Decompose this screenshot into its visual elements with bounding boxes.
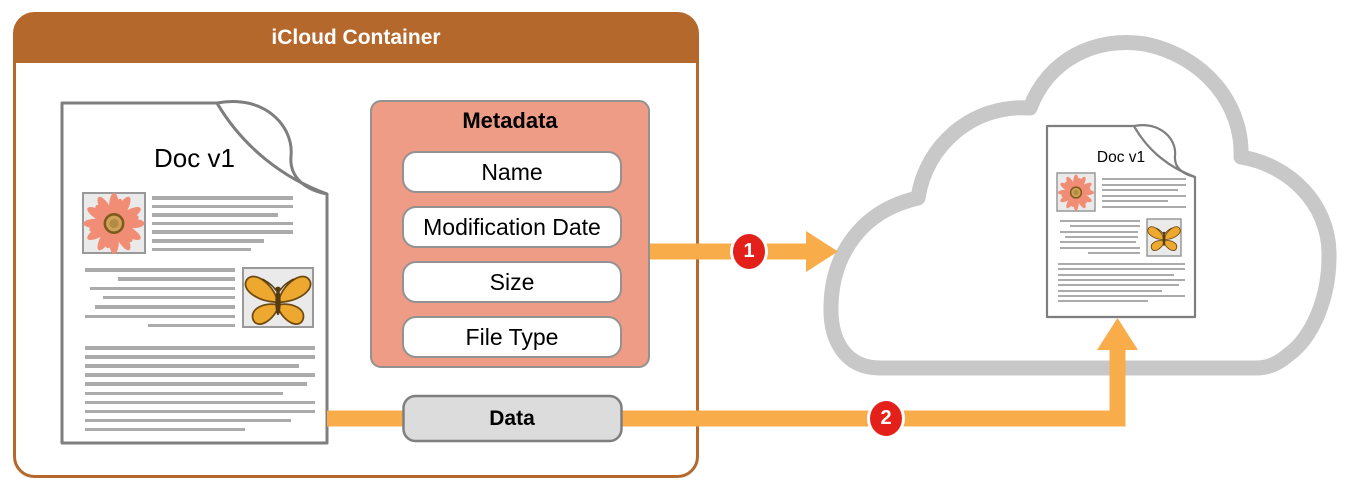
metadata-field-name: [402, 151, 622, 193]
icloud-container-header: [14, 13, 698, 63]
data-pill: [402, 394, 623, 443]
metadata-arrow-right-icon: [650, 231, 838, 272]
metadata-field-size: [402, 261, 622, 303]
metadata-field-file-type: [402, 316, 622, 358]
metadata-box: [370, 100, 650, 368]
step-2-badge: 2: [867, 397, 905, 439]
cloud-document-icon: [1045, 124, 1197, 319]
step-1-badge: 1: [730, 231, 768, 272]
document-fold-corner: [215, 100, 329, 196]
metadata-field-modification-date: [402, 206, 622, 248]
document-icon: [60, 100, 329, 445]
cloud-document-fold-corner: [1132, 124, 1197, 179]
